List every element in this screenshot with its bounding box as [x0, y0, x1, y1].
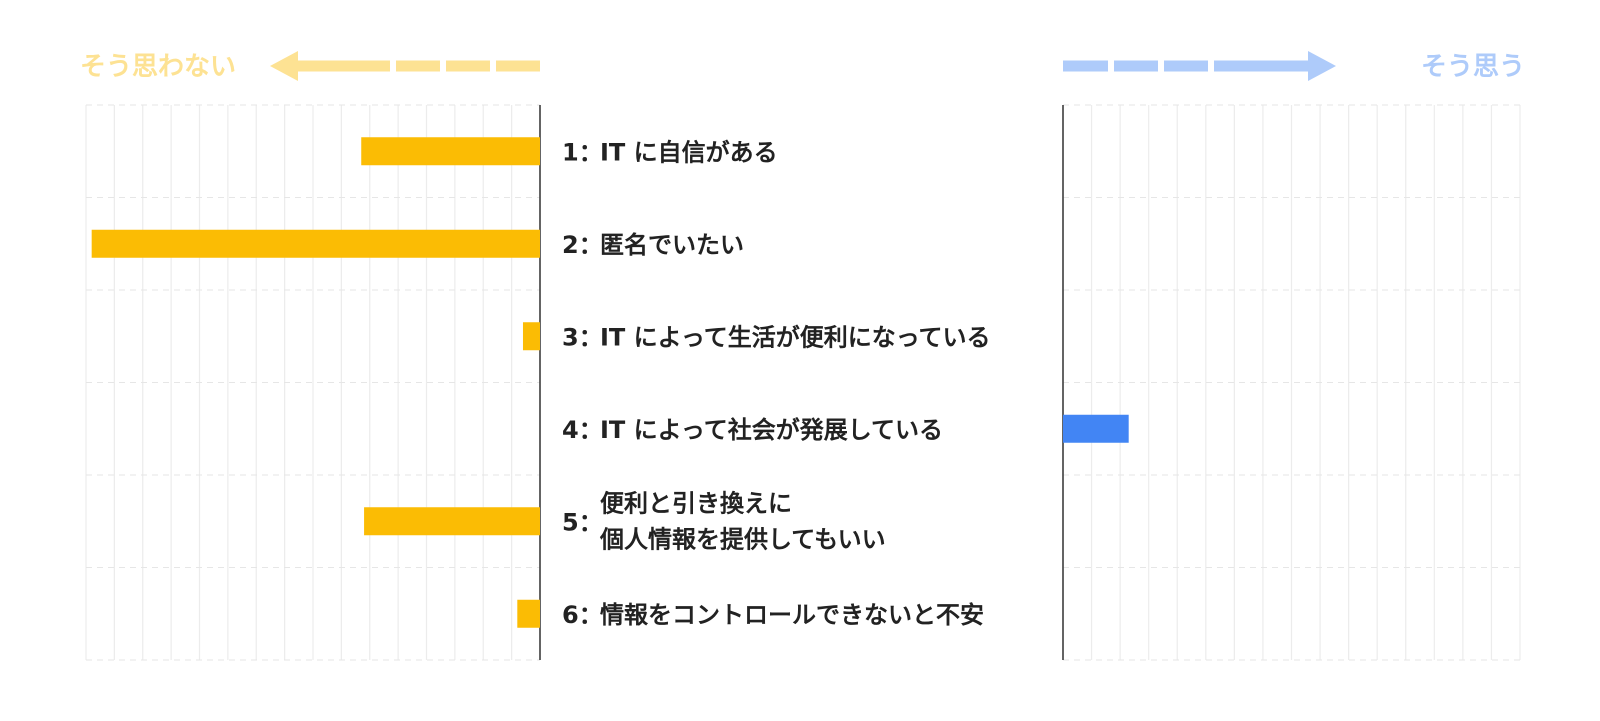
- category-number: 4：: [562, 416, 603, 444]
- arrow-dash: [296, 60, 390, 72]
- arrow-dash: [1114, 60, 1158, 72]
- category-labels: 1：IT に自信がある 2：匿名でいたい 3：IT によって生活が便利になっている 4…: [562, 138, 991, 629]
- category-label: IT に自信がある: [600, 138, 778, 166]
- category-label: IT によって生活が便利になっている: [600, 323, 991, 351]
- right-label: そう思う: [1421, 52, 1525, 82]
- header: そう思わない そう思う: [80, 51, 1525, 82]
- right-arrow-icon: [1063, 51, 1336, 81]
- arrow-head: [1308, 51, 1336, 81]
- arrow-dash: [1214, 60, 1310, 72]
- category-label: 情報をコントロールできないと不安: [600, 601, 984, 629]
- bar-6: [517, 599, 540, 628]
- category-label: IT によって社会が発展している: [600, 416, 943, 444]
- category-label: 匿名でいたい: [600, 231, 744, 259]
- bars: [91, 137, 1129, 628]
- category-number: 3：: [562, 323, 603, 351]
- category-number: 5：: [562, 508, 603, 536]
- bar-5: [364, 507, 540, 536]
- arrow-dash: [1164, 60, 1208, 72]
- bar-4: [1063, 414, 1129, 443]
- arrow-dash: [446, 60, 490, 72]
- row-separators: [86, 104, 1520, 661]
- category-label: 個人情報を提供してもいい: [599, 525, 886, 553]
- category-number: 2：: [562, 231, 603, 259]
- category-label: 便利と引き換えに: [600, 489, 792, 517]
- left-label: そう思わない: [80, 52, 236, 82]
- category-number: 1：: [562, 138, 603, 166]
- category-number: 6：: [562, 601, 603, 629]
- arrow-dash: [396, 60, 440, 72]
- arrow-head: [270, 51, 298, 81]
- grid-lines: [85, 105, 1521, 660]
- bar-3: [522, 322, 540, 351]
- bar-2: [91, 229, 541, 258]
- arrow-dash: [496, 60, 540, 72]
- axis-lines: [539, 105, 1064, 660]
- left-arrow-icon: [270, 51, 540, 81]
- arrow-dash: [1063, 60, 1108, 72]
- bar-1: [361, 137, 540, 166]
